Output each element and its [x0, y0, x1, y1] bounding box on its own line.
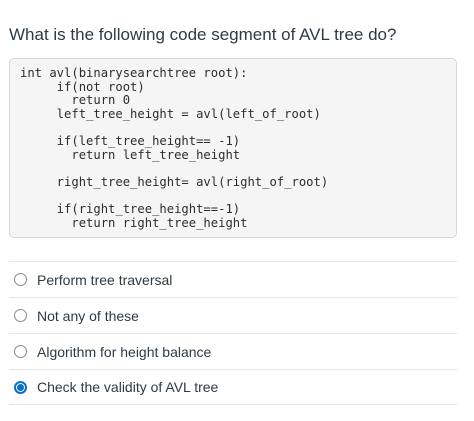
code-line [20, 189, 456, 203]
code-line: if(right_tree_height==-1) [20, 201, 241, 216]
answer-option-label: Algorithm for height balance [37, 343, 212, 360]
code-block: int avl(binarysearchtree root): if(not r… [9, 58, 457, 238]
code-line: right_tree_height= avl(right_of_root) [20, 174, 329, 189]
answer-option-not-any-of-these[interactable]: Not any of these [9, 297, 457, 333]
code-line: if(left_tree_height== -1) [20, 133, 241, 148]
code-line: left_tree_height = avl(left_of_root) [20, 106, 321, 121]
radio-button-unselected[interactable] [14, 345, 27, 358]
answer-option-label: Not any of these [37, 307, 139, 324]
code-line: int avl(binarysearchtree root): [20, 66, 248, 80]
answer-option-check-validity-avl-tree[interactable]: Check the validity of AVL tree [9, 369, 457, 405]
code-line: return 0 [20, 93, 131, 108]
radio-button-selected[interactable] [14, 380, 27, 394]
answer-option-label: Perform tree traversal [37, 271, 173, 288]
code-line: return right_tree_height [20, 215, 248, 230]
answer-option-algorithm-for-height-balance[interactable]: Algorithm for height balance [9, 333, 457, 369]
radio-button-unselected[interactable] [14, 309, 27, 322]
answer-option-label: Check the validity of AVL tree [37, 379, 219, 395]
code-line: return left_tree_height [20, 147, 241, 162]
answer-option-perform-tree-traversal[interactable]: Perform tree traversal [9, 261, 457, 297]
code-line [20, 162, 456, 176]
code-line [20, 121, 456, 135]
code-line: if(not root) [20, 79, 145, 94]
question-text: What is the following code segment of AV… [9, 25, 397, 44]
radio-button-unselected[interactable] [14, 273, 27, 286]
answer-options: Perform tree traversal Not any of these … [9, 261, 457, 405]
